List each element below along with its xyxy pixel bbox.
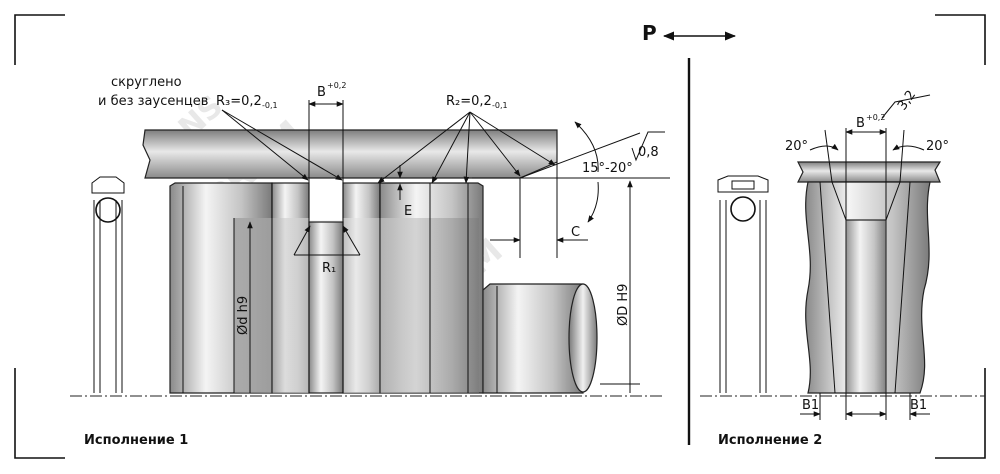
seal-section-1 [91, 176, 125, 393]
groove-width-tol: +0,2 [327, 81, 346, 90]
groove-bottom [234, 218, 479, 393]
variant-2-drawing: 20° 20° B +0,2 3,2 B1 B1 Исполнение 2 [700, 88, 985, 448]
note-line-2: и без заусенцев [98, 94, 208, 109]
note-r2: R₂=0,2 -0,1 [377, 94, 556, 184]
dim-bore-diameter: ØD H9 [600, 180, 640, 393]
r2-label: R₂=0,2 [446, 94, 492, 109]
rod-end-face [568, 283, 598, 393]
bore-diameter-label: ØD H9 [616, 284, 631, 326]
angle-right-label: 20° [926, 139, 949, 154]
rod-edge-lines [182, 183, 469, 393]
b1-left-label: B1 [802, 398, 819, 413]
groove-width-label: B [317, 85, 326, 100]
groove-bottom-2 [845, 219, 887, 394]
note-r1: R₁ [293, 225, 361, 276]
groove-width-tol-2: +0,2 [866, 113, 885, 122]
roughness-label-2: 3,2 [895, 88, 919, 114]
frame-corners [14, 14, 986, 459]
b1-right-label: B1 [910, 398, 927, 413]
dim-rod-diameter: Ød h9 [236, 221, 253, 393]
seal-gap [310, 184, 342, 220]
housing-plate [142, 129, 558, 179]
variant-1-caption: Исполнение 1 [84, 433, 188, 448]
pressure-label: P [642, 21, 657, 45]
dim-groove-width: B +0,2 [308, 81, 346, 183]
chamfer-detail: C 15°-20° 0,8 [472, 121, 670, 258]
dim-gap-e: E [380, 165, 420, 219]
chamfer-angle-label: 15°-20° [582, 161, 633, 176]
note-r3: скруглено и без заусенцев R₃=0,2 -0,1 [98, 75, 343, 181]
groove-width-label-2: B [856, 116, 865, 131]
chamfer-length-label: C [571, 225, 580, 240]
gap-label: E [404, 204, 412, 219]
housing-ring [797, 161, 942, 183]
seal-section-2 [717, 175, 769, 393]
variant-2-caption: Исполнение 2 [718, 433, 822, 448]
seal-groove [308, 221, 344, 394]
rod-diameter-label: Ød h9 [236, 296, 251, 335]
roughness-label-1: 0,8 [638, 145, 659, 160]
r3-label: R₃=0,2 [216, 94, 262, 109]
note-line-1: скруглено [111, 75, 182, 90]
pressure-indicator: P [642, 21, 737, 45]
roughness-symbol-icon [881, 94, 931, 119]
rod-end [482, 283, 584, 394]
variant-1-drawing: B +0,2 скруглено и без заусенцев R₃=0,2 … [70, 75, 670, 448]
r2-tol: -0,1 [492, 101, 508, 110]
angle-left-label: 20° [785, 139, 808, 154]
r1-label: R₁ [322, 261, 336, 276]
r3-tol: -0,1 [262, 101, 278, 110]
